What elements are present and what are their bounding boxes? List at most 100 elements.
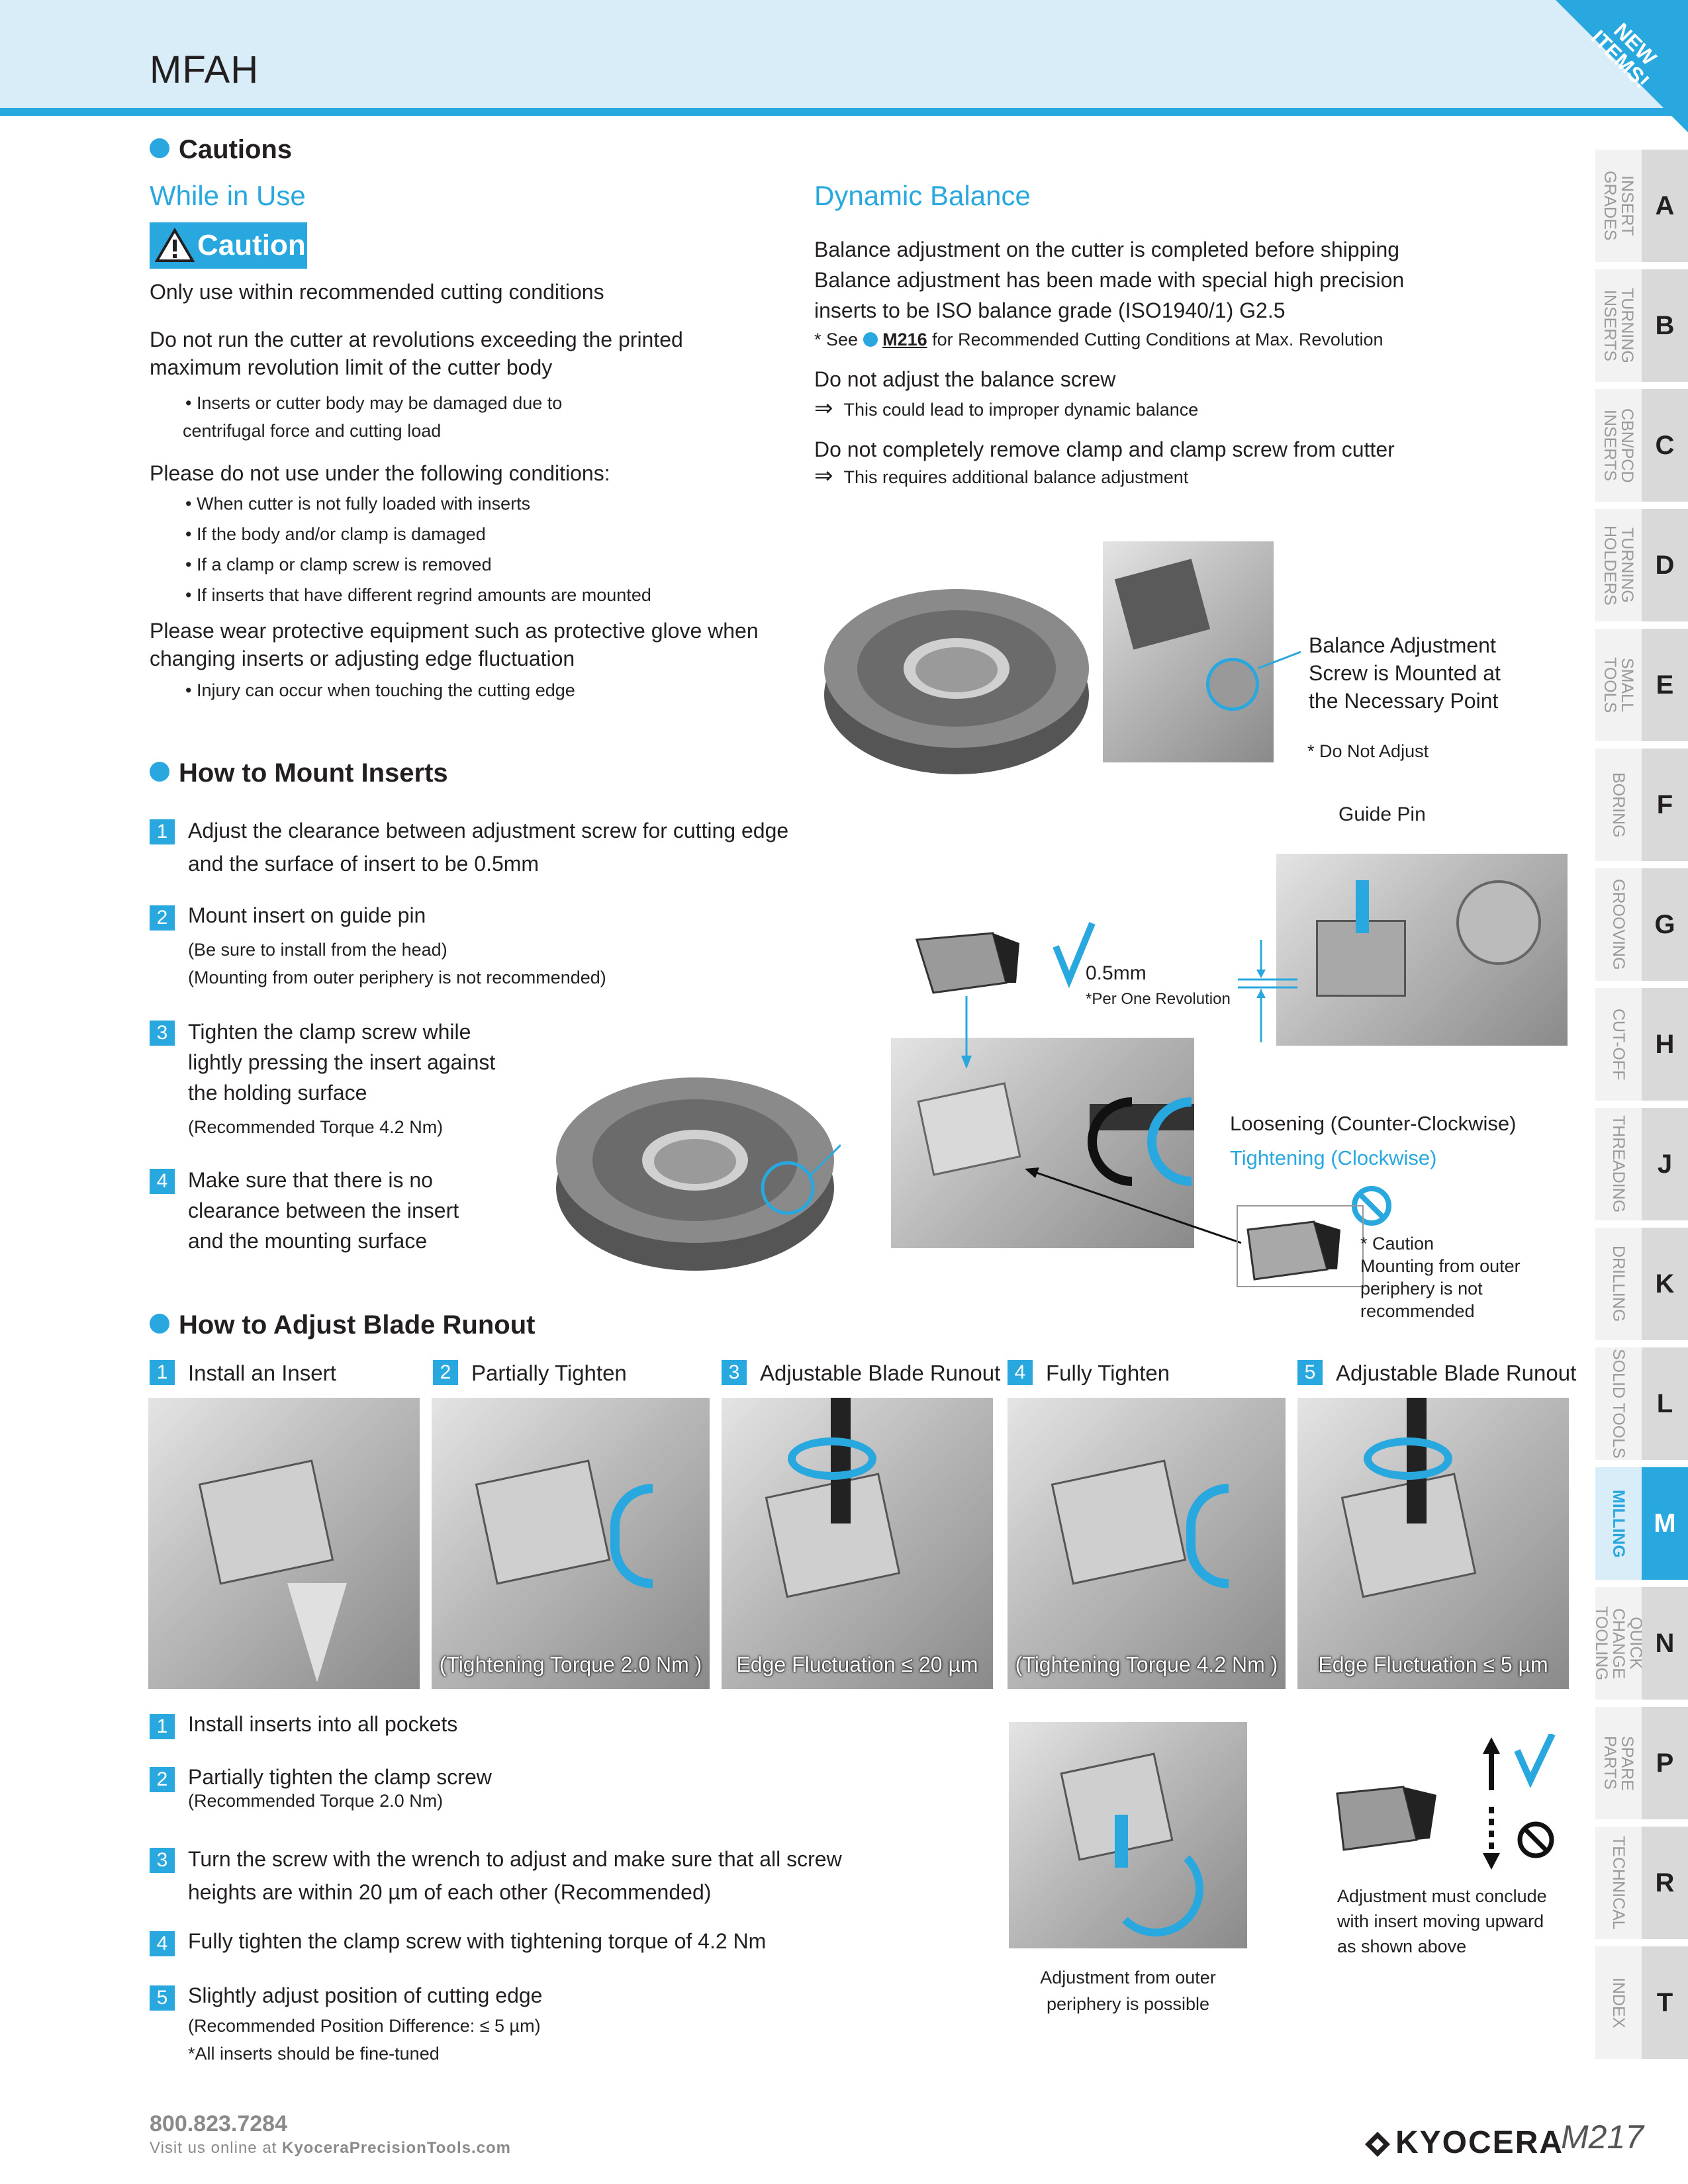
website-link[interactable]: KyoceraPrecisionTools.com <box>282 2139 511 2157</box>
tab-letter: H <box>1642 988 1688 1101</box>
mount-caution-note: * Caution Mounting from outer periphery … <box>1360 1234 1521 1321</box>
caution-text: changing inserts or adjusting edge fluct… <box>150 647 575 670</box>
tab-label: SMALL TOOLS <box>1595 629 1642 741</box>
tab-letter: K <box>1642 1228 1688 1340</box>
see-reference: * See M216 for Recommended Cutting Condi… <box>814 330 1383 349</box>
runout-caption: Edge Fluctuation ≤ 5 µm <box>1318 1653 1548 1676</box>
outer-periphery-adjustment-image <box>1009 1722 1247 1948</box>
tab-letter: E <box>1642 629 1688 741</box>
caution-text: Please wear protective equipment such as… <box>150 619 759 643</box>
step-number: 3 <box>150 1021 175 1046</box>
tab-letter: N <box>1642 1587 1688 1700</box>
step-number: 1 <box>150 1714 175 1739</box>
step-number: 4 <box>150 1931 175 1956</box>
caution-note: • If the body and/or clamp is damaged <box>185 524 486 544</box>
balance-note: ⇒This requires additional balance adjust… <box>814 463 1189 488</box>
caution-note: • Inserts or cutter body may be damaged … <box>185 393 563 413</box>
new-items-badge: NEW ITEMS! <box>1529 0 1688 132</box>
balance-screw-closeup-image <box>1103 541 1274 762</box>
step-number: 1 <box>150 819 175 844</box>
while-in-use-heading: While in Use <box>150 180 306 211</box>
step-number: 5 <box>150 1985 175 2011</box>
tab-letter: L <box>1642 1347 1688 1460</box>
caution-note: • When cutter is not fully loaded with i… <box>185 494 531 514</box>
page-link-m216[interactable]: M216 <box>882 330 927 349</box>
caution-note: • Injury can occur when touching the cut… <box>185 680 575 700</box>
tab-label: TURNING HOLDERS <box>1595 509 1642 621</box>
balance-note: ⇒This could lead to improper dynamic bal… <box>814 396 1199 421</box>
runout-step-2-image: (Tightening Torque 2.0 Nm ) <box>432 1398 710 1689</box>
caution-text: Please do not use under the following co… <box>150 461 610 485</box>
tab-label: TECHNICAL <box>1595 1827 1642 1939</box>
tab-letter: D <box>1642 509 1688 621</box>
bullet-dot <box>150 1314 169 1334</box>
guide-pin-closeup-image <box>1276 854 1568 1046</box>
guide-pin-label: Guide Pin <box>1338 803 1426 825</box>
tightening-label: Tightening (Clockwise) <box>1230 1146 1437 1169</box>
tab-label: GROOVING <box>1595 868 1642 981</box>
tab-letter: M <box>1642 1467 1688 1580</box>
page-header <box>0 0 1688 111</box>
tab-label: CUT-OFF <box>1595 988 1642 1101</box>
kyocera-logo: KYOCERA <box>1364 2124 1564 2161</box>
step-number: 2 <box>150 1767 175 1792</box>
tab-letter: B <box>1642 269 1688 382</box>
tab-label: CBN/PCD INSERTS <box>1595 389 1642 502</box>
tab-label: DRILLING <box>1595 1228 1642 1340</box>
outer-periphery-insert-image <box>1237 1205 1364 1287</box>
mount-step-2: 2 Mount insert on guide pin (Be sure to … <box>150 903 878 990</box>
tab-label: THREADING <box>1595 1108 1642 1220</box>
caution-note: • If a clamp or clamp screw is removed <box>185 555 492 574</box>
implies-arrow-icon: ⇒ <box>814 396 833 421</box>
caution-text: Only use within recommended cutting cond… <box>150 280 604 304</box>
warning-icon <box>155 228 195 262</box>
runout-step-2: 2 Partially tighten the clamp screw(Reco… <box>150 1765 977 1813</box>
do-not-adjust-note: * Do Not Adjust <box>1307 741 1429 761</box>
balance-text: Balance adjustment on the cutter is comp… <box>814 238 1400 261</box>
tab-label: SPARE PARTS <box>1595 1707 1642 1819</box>
loosening-label: Loosening (Counter-Clockwise) <box>1230 1112 1517 1135</box>
cautions-heading: Cautions <box>150 135 292 165</box>
balance-text: Do not adjust the balance screw <box>814 367 1116 391</box>
dynamic-balance-heading: Dynamic Balance <box>814 180 1031 211</box>
tab-letter: R <box>1642 1827 1688 1939</box>
tab-label: BORING <box>1595 749 1642 861</box>
page-title: MFAH <box>150 48 259 91</box>
step-number: 3 <box>150 1848 175 1873</box>
implies-arrow-icon: ⇒ <box>814 463 833 488</box>
rotation-arrows-icon <box>1088 1097 1192 1186</box>
runout-step-3-image: Edge Fluctuation ≤ 20 µm <box>722 1398 993 1689</box>
runout-heading: How to Adjust Blade Runout <box>150 1310 535 1340</box>
mount-heading: How to Mount Inserts <box>150 758 448 788</box>
dynamic-balance-body: Balance adjustment on the cutter is comp… <box>814 234 1575 490</box>
caution-arrow <box>1025 1167 1242 1244</box>
tab-label: QUICK CHANGE TOOLING <box>1592 1587 1645 1700</box>
insert-mount-closeup-image <box>891 1038 1194 1248</box>
tab-label: TURNING INSERTS <box>1595 269 1642 382</box>
cutter-body-image <box>556 1077 841 1271</box>
gap-label: 0.5mm <box>1086 962 1147 984</box>
tab-letter: C <box>1642 389 1688 502</box>
